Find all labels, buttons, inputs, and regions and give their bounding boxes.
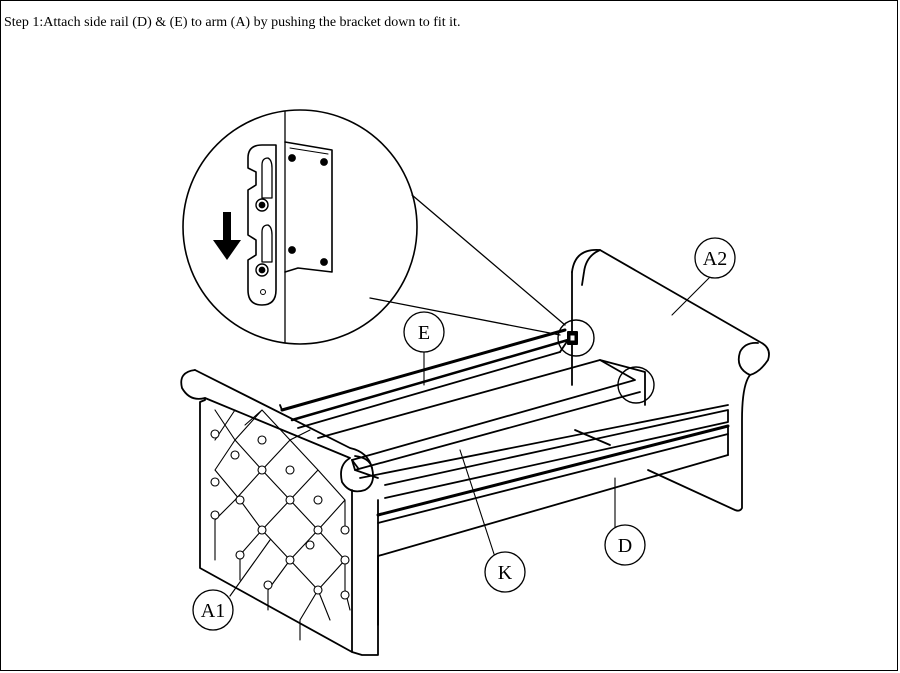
rail-e [280,328,570,429]
step-instruction: Step 1:Attach side rail (D) & (E) to arm… [4,15,461,30]
callout-k-circle [484,551,526,593]
callout-d: D [618,535,632,557]
zoom-detail [182,109,418,345]
arm-a1 [180,369,379,656]
bracket-marker [557,319,655,404]
leader-k [459,449,496,558]
callout-a1: A1 [201,600,225,622]
zoom-leader-bottom [369,297,561,336]
zoom-leader-top [411,194,566,326]
callout-a1-circle [192,589,234,631]
arrow-down-icon [213,212,241,260]
leader-a1 [229,539,271,597]
callout-k: K [498,562,513,584]
tuft-buttons [210,429,350,600]
leader-a2 [671,276,711,316]
callout-d-circle [604,524,646,566]
callout-e-circle [403,311,445,353]
rail-d [376,424,730,557]
callout-a2-circle [694,237,736,279]
callout-e: E [418,322,430,344]
callout-a2: A2 [703,248,727,270]
arm-a2 [571,249,770,512]
